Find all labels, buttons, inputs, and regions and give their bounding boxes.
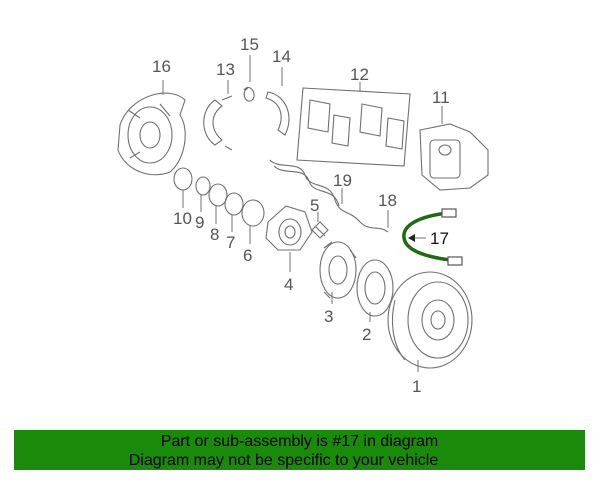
part-number-8: 8 (210, 225, 219, 244)
part-11-caliper (419, 123, 489, 191)
part-number-12: 12 (350, 65, 369, 84)
part-4-hub (265, 205, 313, 251)
part-number-3: 3 (324, 307, 333, 326)
exploded-brake-diagram: 16 13 15 14 12 11 19 18 (117, 35, 489, 396)
part-15-spring (243, 86, 255, 102)
part-number-16: 16 (152, 57, 171, 76)
part-number-2: 2 (362, 325, 371, 344)
part-number-19: 19 (333, 171, 352, 190)
part-17-brake-hose (402, 208, 463, 266)
part-number-5: 5 (310, 196, 319, 215)
part-number-1: 1 (412, 377, 421, 396)
part-number-9: 9 (195, 213, 204, 232)
part-14-brake-shoe (265, 91, 290, 136)
part-number-14: 14 (272, 47, 291, 66)
part-number-6: 6 (243, 246, 252, 265)
part-number-18: 18 (378, 191, 397, 210)
part-5-bolt (311, 221, 329, 239)
part-number-17: 17 (430, 229, 449, 248)
part-number-10: 10 (173, 209, 192, 228)
part-2-dust-shield (356, 259, 394, 317)
part-3-flange (319, 241, 357, 299)
part-number-13: 13 (216, 60, 235, 79)
seal-rings (173, 167, 265, 227)
part-1-brake-drum (387, 271, 473, 369)
part-number-4: 4 (284, 275, 293, 294)
part-12-brake-pads (296, 87, 411, 167)
part-number-11: 11 (432, 88, 450, 107)
part-number-7: 7 (226, 233, 235, 252)
part-19-abs-sensor-wire (269, 159, 389, 233)
part-13-brake-shoe (203, 95, 233, 151)
part-number-15: 15 (240, 35, 259, 54)
banner-line-1: Part or sub-assembly is #17 in diagram (160, 433, 439, 450)
part-16-backing-plate (117, 92, 186, 176)
info-banner: Part or sub-assembly is #17 in diagram D… (14, 430, 585, 470)
banner-line-2: Diagram may not be specific to your vehi… (128, 452, 439, 469)
